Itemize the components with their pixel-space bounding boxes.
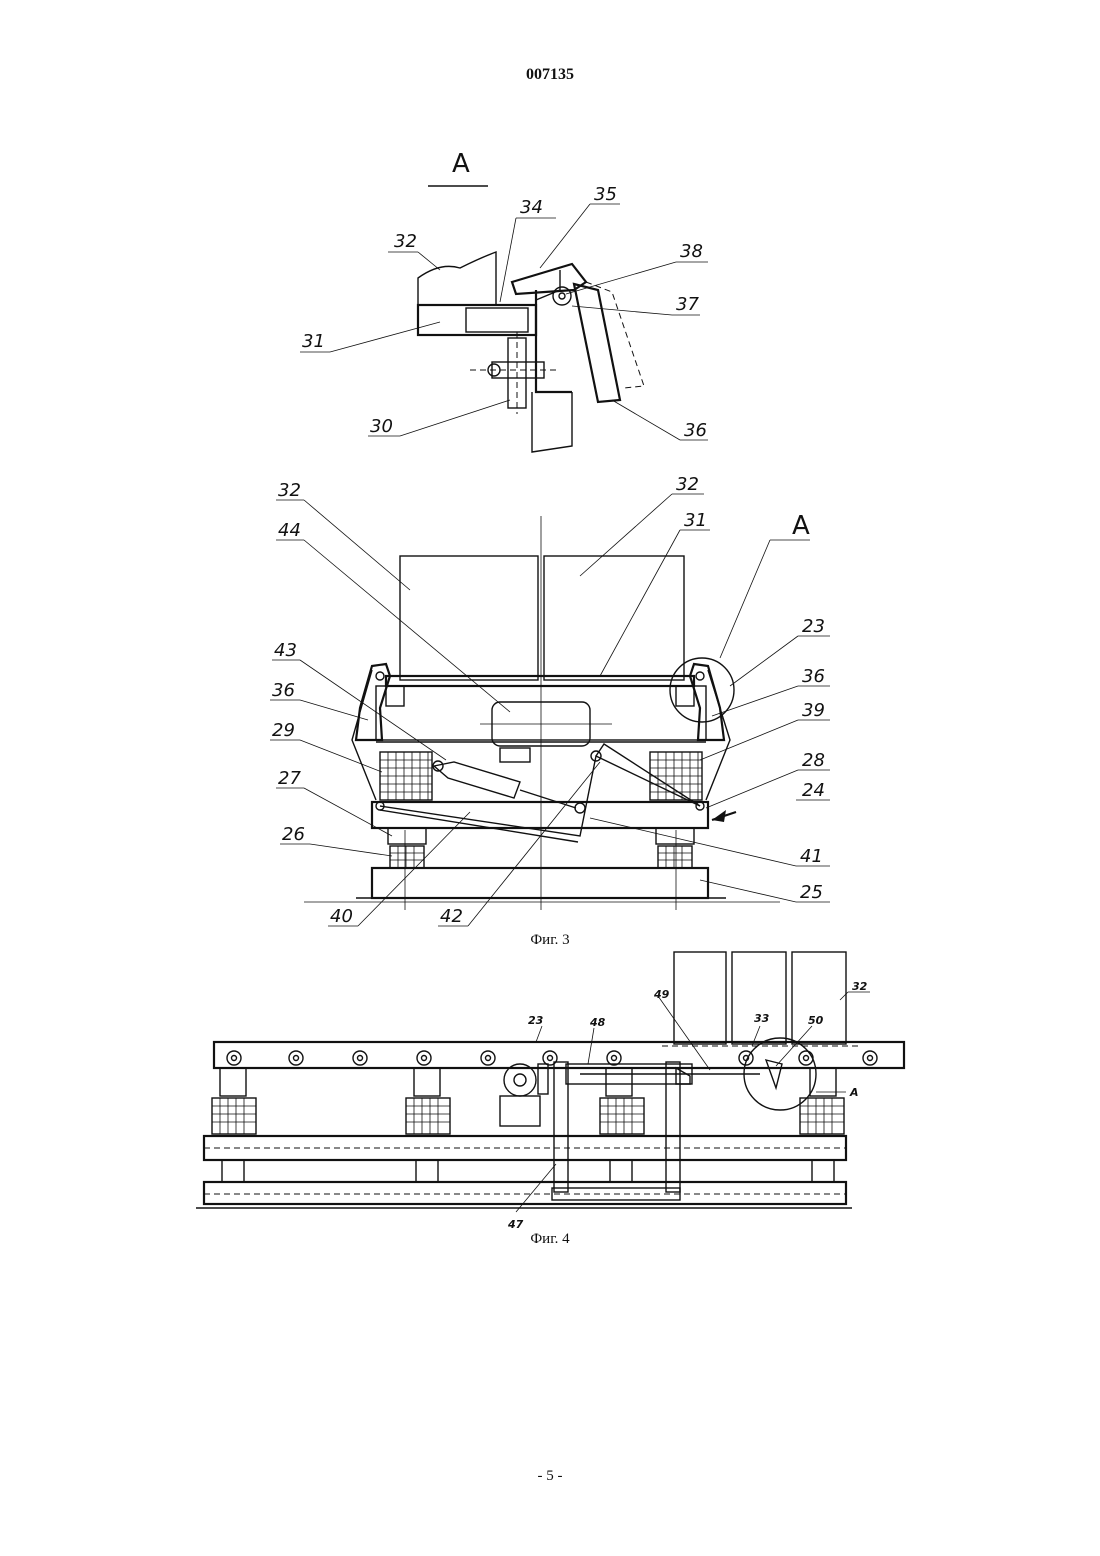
fig3-label-27: 27 (278, 768, 301, 789)
fig4-label-48: 48 (589, 1016, 606, 1029)
fig3-label-41: 41 (800, 846, 823, 867)
fig4-rubber-blocks (212, 1098, 844, 1134)
fig4-label-47: 47 (507, 1218, 524, 1231)
fig3-label-42: 42 (440, 906, 463, 927)
page-number: - 5 - (0, 1468, 1100, 1485)
fig3-label-23: 23 (802, 616, 825, 637)
fig3-label-26: 26 (282, 824, 305, 845)
fig4-motor (500, 1064, 548, 1126)
fig3-label-40: 40 (330, 906, 353, 927)
fig3-label-24: 24 (802, 780, 825, 801)
rubber-block-left (380, 752, 432, 800)
view-a-detail: А (300, 149, 708, 452)
view-a-label-36: 36 (684, 420, 707, 441)
fig4-label-33: 33 (754, 1012, 770, 1025)
figure-4-drawing: 32 49 23 48 33 50 А 47 (196, 952, 904, 1231)
fig4-label-49: 49 (653, 988, 670, 1001)
fig4-label-a: А (849, 1086, 859, 1099)
view-a-label-31: 31 (302, 331, 325, 352)
fig3-label-32-right: 32 (676, 474, 699, 495)
fig3-label-28: 28 (802, 750, 825, 771)
fig3-label-31: 31 (684, 510, 707, 531)
fig3-label-44: 44 (278, 520, 301, 541)
spring-left (390, 846, 424, 868)
figure-3-caption: Фиг. 3 (0, 932, 1100, 949)
fig4-label-50: 50 (808, 1014, 824, 1027)
view-a-label-37: 37 (676, 294, 699, 315)
fig4-label-23: 23 (528, 1014, 544, 1027)
spring-right (658, 846, 692, 868)
fig3-label-36-left: 36 (272, 680, 295, 701)
fig3-view-marker: А (792, 511, 810, 541)
figure-3-drawing: А (270, 474, 830, 927)
fig3-label-43: 43 (274, 640, 297, 661)
fig4-label-32: 32 (852, 980, 868, 993)
view-a-title: А (452, 149, 470, 179)
fig3-label-29: 29 (272, 720, 295, 741)
view-a-label-30: 30 (370, 416, 393, 437)
fig3-label-36-right: 36 (802, 666, 825, 687)
view-a-label-34: 34 (520, 197, 543, 218)
view-a-label-38: 38 (680, 241, 703, 262)
view-a-label-35: 35 (594, 184, 617, 205)
fig3-label-25: 25 (800, 882, 823, 903)
rubber-block-right (650, 752, 702, 800)
figure-4-caption: Фиг. 4 (0, 1231, 1100, 1248)
fig3-label-39: 39 (802, 700, 825, 721)
fig3-label-32-left: 32 (278, 480, 301, 501)
view-a-label-32: 32 (394, 231, 417, 252)
